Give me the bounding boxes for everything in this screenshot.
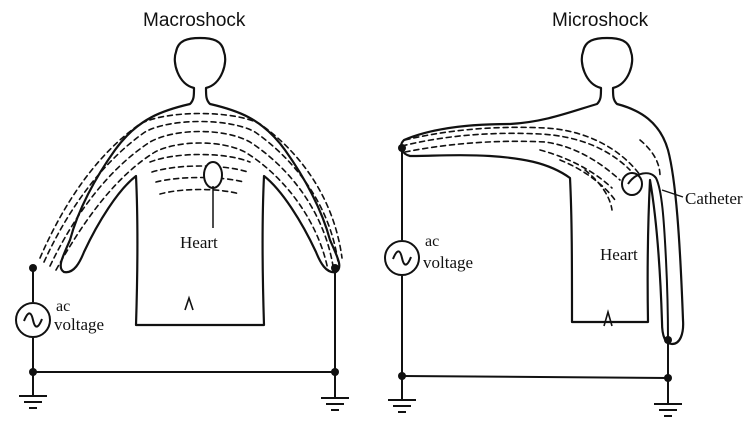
- sine-source-icon: [385, 241, 419, 275]
- macroshock-heart-label: Heart: [180, 233, 218, 252]
- ground-icon: [19, 396, 47, 408]
- ground-icon: [388, 400, 416, 412]
- microshock-title: Microshock: [552, 10, 649, 31]
- ground-icon: [321, 398, 349, 410]
- macroshock-source-label-2: voltage: [54, 315, 104, 334]
- ground-icon: [654, 404, 682, 416]
- heart-icon: [204, 162, 222, 188]
- microshock-source-label-2: voltage: [423, 253, 473, 272]
- macroshock-panel: Macroshock Heart: [16, 10, 349, 410]
- heart-icon: [622, 173, 642, 195]
- microshock-panel: Microshock Catheter Heart: [385, 10, 743, 416]
- microshock-heart-label: Heart: [600, 245, 638, 264]
- macroshock-body: [61, 38, 340, 325]
- sine-source-icon: [16, 303, 50, 337]
- macroshock-source-label-1: ac: [56, 298, 70, 315]
- catheter-label: Catheter: [685, 189, 743, 208]
- macroshock-title: Macroshock: [143, 10, 246, 31]
- microshock-source-label-1: ac: [425, 233, 439, 250]
